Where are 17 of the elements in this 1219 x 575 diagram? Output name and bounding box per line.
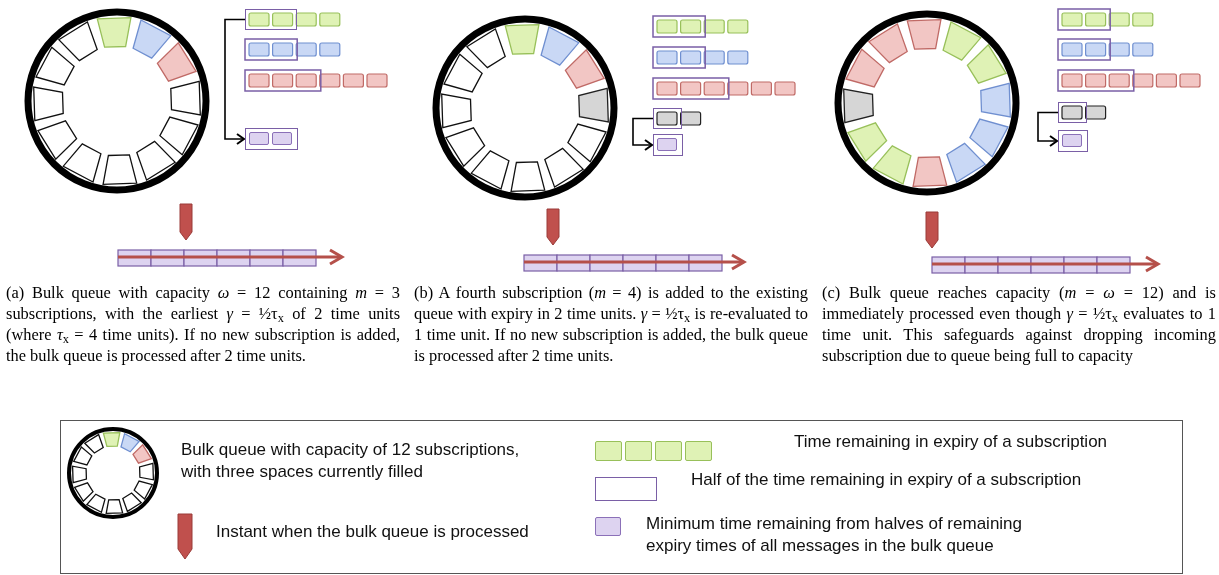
legend-text: Half of the time remaining in expiry of a subscription xyxy=(691,469,1082,491)
minimum-time-box xyxy=(245,128,299,150)
minimum-time-box xyxy=(1058,130,1088,152)
half-time-box xyxy=(245,9,298,30)
minimum-time-box xyxy=(653,134,683,156)
connector-arrow xyxy=(1037,111,1059,147)
legend-text: Minimum time remaining from halves of remaining expiry times of all messages in the bulk queue xyxy=(646,513,1024,557)
half-time-box xyxy=(1058,102,1087,123)
connector-arrow xyxy=(632,117,654,151)
caption-text: (b) A fourth subscription (m = 4) is added to the existing queue with expiry in 2 time units. γ = ½τ$_{x}$ is re-evaluated to 1 time unit. If no new subscription is added, the bulk queue is processed after 2 time units. xyxy=(414,282,808,366)
legend-text: Bulk queue with capacity of 12 subscriptions, with three spaces currently filled xyxy=(181,439,521,483)
legend-text: Time remaining in expiry of a subscription xyxy=(794,431,1108,453)
legend-text: Instant when the bulk queue is processed xyxy=(216,521,529,543)
caption-text: (c) Bulk queue reaches capacity (m = ω = 12) and is immediately processed even though γ = ½τ$_{x}$ evaluates to 1 time unit. This safeguards against dropping incoming subscription due to queue being full to capacity xyxy=(822,282,1216,366)
half-time-box xyxy=(653,108,682,129)
caption-text: (a) Bulk queue with capacity ω = 12 containing m = 3 subscriptions, with the earliest γ = ½τ$_{x}$ of 2 time units (where τ$_{x}$ = 4 time units). If no new subscription is added, the bulk queue is processed after 2 time units. xyxy=(6,282,400,366)
connector-arrow xyxy=(224,18,246,145)
